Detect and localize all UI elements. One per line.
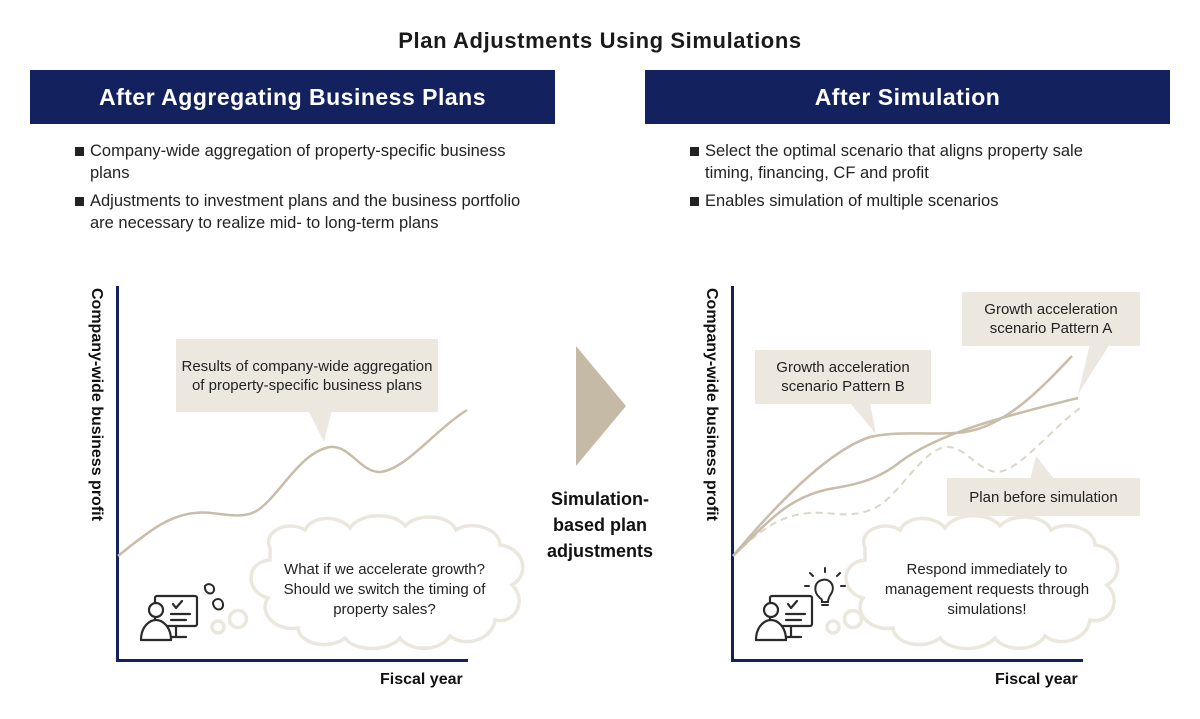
left-thought-text: What if we accelerate growth? Should we …	[283, 561, 486, 618]
left-results-callout: Results of company-wide aggregation of p…	[176, 339, 438, 412]
sweat-drop-icon	[203, 583, 225, 611]
left-y-axis-label: Company-wide business profit	[88, 288, 105, 521]
right-bullet-list: Select the optimal scenario that aligns …	[689, 140, 1129, 218]
right-bullet-1: Select the optimal scenario that aligns …	[689, 140, 1129, 184]
left-callout-pointer	[308, 410, 332, 442]
right-y-axis-label: Company-wide business profit	[703, 288, 720, 521]
plan-before-simulation-callout: Plan before simulation	[947, 478, 1140, 516]
plan-before-simulation-curve	[732, 407, 1081, 557]
left-thought-cloud	[210, 514, 525, 651]
lightbulb-icon	[804, 567, 846, 606]
pattern-a-callout: Growth acceleration scenario Pattern A	[962, 292, 1140, 346]
middle-label-line-3: adjustments	[546, 541, 654, 561]
right-thought-text: Respond immediately to management reques…	[884, 561, 1090, 618]
left-profit-curve	[117, 408, 468, 557]
right-person-at-computer-icon	[754, 594, 814, 642]
right-section-header: After Simulation	[645, 70, 1170, 124]
pattern-b-callout: Growth acceleration scenario Pattern B	[755, 350, 931, 404]
right-bullet-2: Enables simulation of multiple scenarios	[689, 190, 1129, 212]
right-y-axis	[731, 286, 734, 662]
pattern-b-callout-pointer	[850, 403, 876, 434]
page-title: Plan Adjustments Using Simulations	[398, 28, 802, 53]
left-x-axis	[116, 659, 468, 662]
left-person-at-computer-icon	[139, 594, 199, 642]
left-y-axis	[116, 286, 119, 662]
left-section-header: After Aggregating Business Plans	[30, 70, 555, 124]
pattern-b-curve	[732, 396, 1079, 557]
pattern-a-callout-pointer	[1078, 344, 1110, 394]
left-bullet-2: Adjustments to investment plans and the …	[74, 190, 524, 234]
right-arrow-icon	[576, 346, 626, 466]
right-thought-cloud	[825, 514, 1120, 651]
middle-label: Simulation- based plan adjustments	[530, 486, 670, 564]
pattern-a-curve	[732, 355, 1073, 557]
plan-callout-pointer	[1030, 456, 1055, 480]
middle-label-line-2: based plan	[552, 515, 648, 535]
right-x-axis-label: Fiscal year	[995, 671, 1078, 688]
left-bullet-list: Company-wide aggregation of property-spe…	[74, 140, 524, 240]
middle-label-line-1: Simulation-	[551, 489, 649, 509]
right-x-axis	[731, 659, 1083, 662]
left-bullet-1: Company-wide aggregation of property-spe…	[74, 140, 524, 184]
left-x-axis-label: Fiscal year	[380, 671, 463, 688]
